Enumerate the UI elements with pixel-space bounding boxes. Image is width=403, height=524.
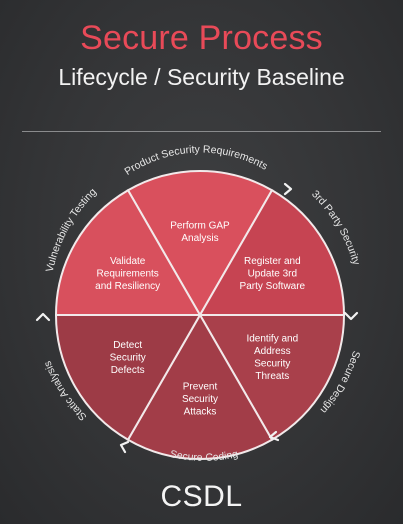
segments-group [54,170,346,460]
chevron-icon [268,430,280,442]
chevron-icon [283,182,293,196]
chevron-icon [343,311,359,321]
segment-perform-gap [126,170,274,318]
page-title: Secure Process [80,19,323,57]
cycle-arrows-group [35,182,359,454]
footer-label: CSDL [160,480,243,513]
segment-validate-requirements [54,188,202,316]
ring-label-bottom: Secure Coding [169,448,239,464]
chevron-icon [35,312,51,322]
divider [22,131,381,132]
chevron-icon [119,440,130,454]
segment-identify-threats [198,314,346,442]
segment-prevent-attacks [126,312,274,460]
segment-third-party [198,188,346,316]
page-subtitle: Lifecycle / Security Baseline [58,64,345,90]
segment-detect-defects [54,314,202,442]
